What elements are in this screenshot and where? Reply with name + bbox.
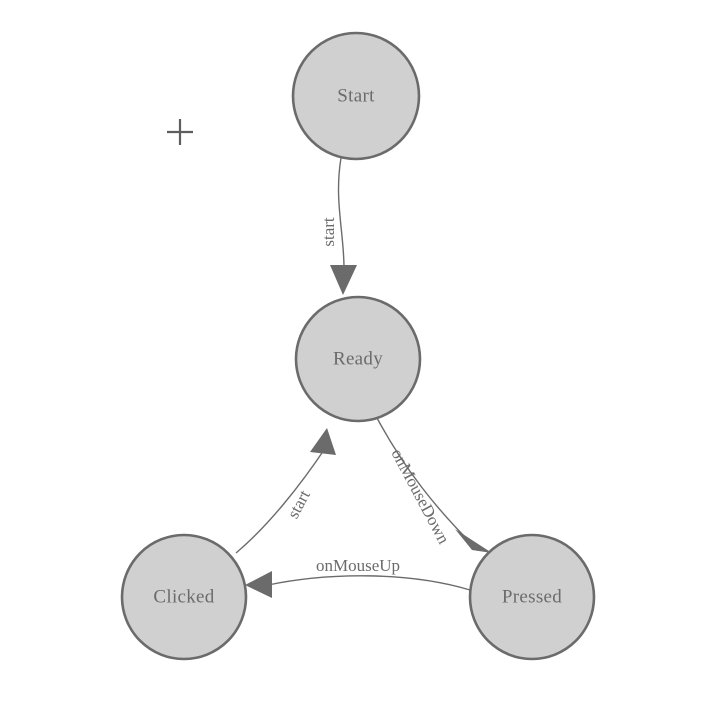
node-pressed[interactable]: Pressed	[468, 533, 596, 661]
node-ready[interactable]: Ready	[294, 295, 422, 423]
edge-ready-to-pressed-path	[376, 417, 477, 549]
crosshair-icon[interactable]	[167, 119, 193, 145]
node-start-label: Start	[337, 85, 375, 106]
edge-label-start-to-ready: start	[319, 217, 338, 247]
edge-start-to-ready-path	[337, 157, 345, 269]
edge-ready-to-pressed[interactable]: onMouseDown	[376, 417, 492, 553]
edge-pressed-to-clicked[interactable]: onMouseUp	[245, 556, 471, 598]
edge-pressed-to-clicked-arrowhead	[245, 571, 272, 598]
edge-pressed-to-clicked-path	[267, 575, 471, 591]
node-pressed-label: Pressed	[502, 586, 562, 607]
node-ready-circle[interactable]	[294, 295, 422, 423]
node-clicked-label: Clicked	[153, 586, 214, 607]
edge-clicked-to-ready-path	[235, 446, 327, 554]
edge-start-to-ready[interactable]: start	[319, 157, 357, 295]
edge-label-pressed-to-clicked: onMouseUp	[316, 556, 400, 575]
edge-label-ready-to-pressed: onMouseDown	[387, 446, 453, 548]
node-clicked[interactable]: Clicked	[120, 533, 248, 661]
node-start-circle[interactable]	[291, 31, 421, 161]
node-ready-label: Ready	[333, 348, 383, 369]
edge-clicked-to-ready-arrowhead	[310, 428, 336, 455]
node-start[interactable]: Start	[291, 31, 421, 161]
node-pressed-circle[interactable]	[468, 533, 596, 661]
edge-clicked-to-ready[interactable]: start	[235, 428, 336, 554]
edge-start-to-ready-arrowhead	[330, 265, 357, 295]
edge-ready-to-pressed-arrowhead	[455, 529, 492, 553]
edge-label-clicked-to-ready: start	[283, 487, 314, 522]
node-clicked-circle[interactable]	[120, 533, 248, 661]
